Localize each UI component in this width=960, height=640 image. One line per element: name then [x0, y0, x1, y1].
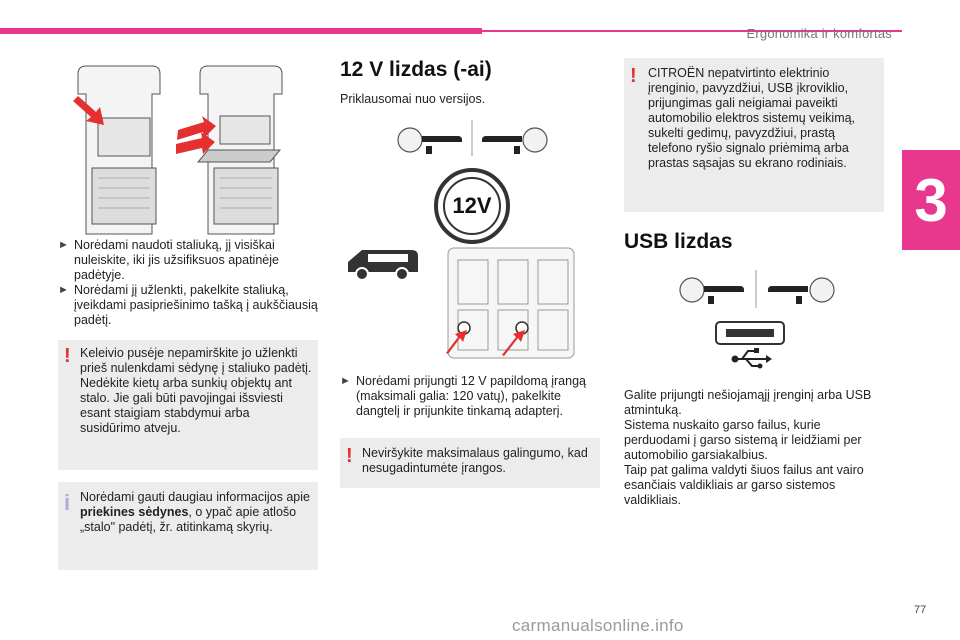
middle-warning-box: ! Neviršykite maksimalaus galingumo, kad… — [340, 438, 600, 488]
van-icon — [348, 250, 418, 281]
info-icon: i — [64, 490, 71, 515]
left-info-box: i Norėdami gauti daugiau informacijos ap… — [58, 482, 318, 570]
steering-wheels-icon — [397, 120, 548, 156]
warning-text: CITROËN nepatvirtinto elektrinio įrengin… — [648, 66, 856, 170]
usb-paragraph: Taip pat galima valdyti šiuos failus ant… — [624, 463, 864, 507]
warning-icon: ! — [346, 445, 353, 467]
warning-icon: ! — [64, 345, 71, 367]
seat-table-illustration — [73, 65, 283, 235]
chapter-tab[interactable]: 3 — [902, 150, 960, 250]
chapter-number: 3 — [914, 166, 948, 234]
header-accent-bar — [0, 28, 482, 34]
warning-icon: ! — [630, 65, 637, 87]
section-title-usb: USB lizdas — [624, 230, 733, 253]
left-warning-box: ! Keleivio pusėje nepamirškite jo užlenk… — [58, 340, 318, 470]
usb-port-icon — [715, 321, 785, 345]
right-warning-box: ! CITROËN nepatvirtinto elektrinio įreng… — [624, 58, 884, 212]
cabin-layout-diagram — [446, 247, 575, 359]
usb-symbol-icon — [731, 348, 772, 369]
page-number: 77 — [914, 604, 927, 616]
socket-label: 12V — [452, 193, 491, 218]
watermark: carmanualsonline.info — [512, 616, 684, 635]
section-title-12v: 12 V lizdas (-ai) — [340, 58, 492, 81]
left-bullet-list: ►Norėdami naudoti staliuką, jį visiškai … — [58, 238, 320, 328]
steering-wheels-icon — [679, 270, 835, 308]
warning-text: Keleivio pusėje nepamirškite jo užlenkti… — [80, 346, 312, 435]
usb-paragraph: Sistema nuskaito garso failus, kurie per… — [624, 418, 862, 462]
12v-bullet: ►Norėdami prijungti 12 V papildomą įrang… — [340, 374, 586, 418]
info-text: Norėdami gauti daugiau informacijos apie… — [80, 490, 310, 534]
section-subtitle-12v: Priklausomai nuo versijos. — [340, 92, 486, 106]
usb-description: Galite prijungti nešiojamąjį įrenginį ar… — [624, 388, 886, 508]
header-rule — [482, 30, 902, 32]
chapter-heading: Ergonomika ir komfortas — [746, 26, 892, 41]
usb-paragraph: Galite prijungti nešiojamąjį įrenginį ar… — [624, 388, 872, 417]
warning-text: Neviršykite maksimalaus galingumo, kad n… — [362, 446, 588, 475]
list-item: ►Norėdami jį užlenkti, pakelkite staliuk… — [58, 283, 318, 327]
list-item: ►Norėdami naudoti staliuką, jį visiškai … — [58, 238, 279, 282]
12v-socket-icon: 12V — [434, 168, 510, 244]
